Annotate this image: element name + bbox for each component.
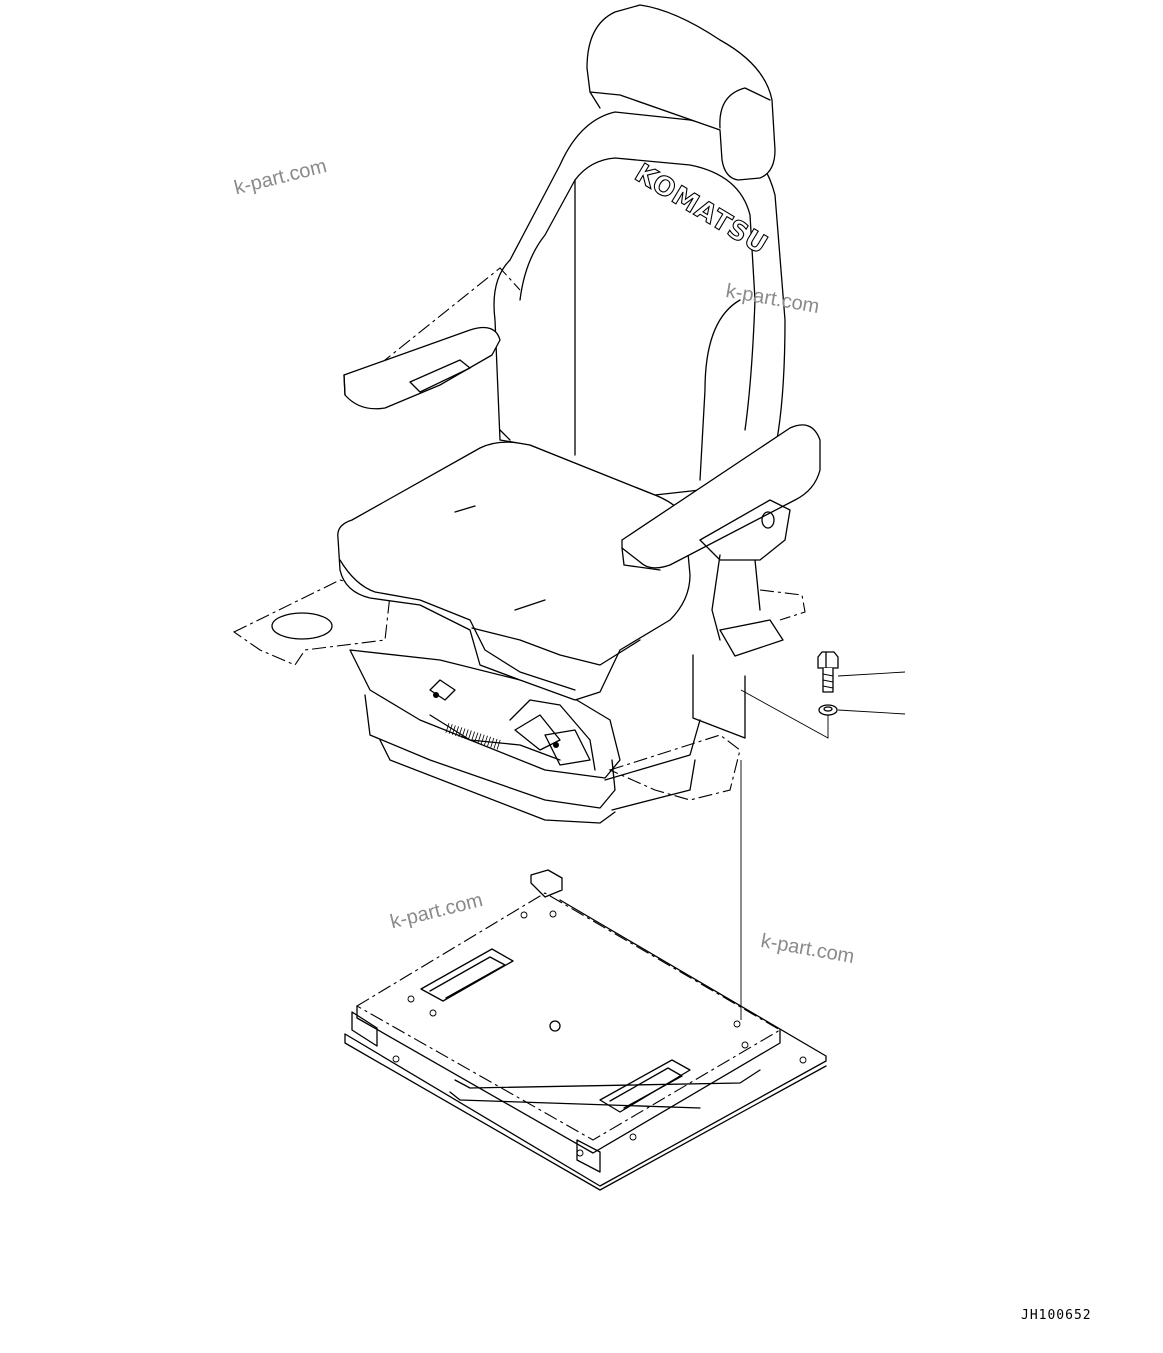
bolt bbox=[817, 651, 839, 693]
seat-slide-base bbox=[344, 869, 827, 1191]
right-armrest bbox=[621, 424, 821, 641]
seat-backrest: KOMATSU bbox=[493, 111, 786, 496]
washer bbox=[818, 704, 838, 716]
svg-text:|||||||||||||||||: ||||||||||||||||| bbox=[444, 722, 502, 750]
left-armrest bbox=[343, 267, 521, 410]
drawing-reference-code: JH100652 bbox=[1021, 1308, 1092, 1323]
fastener-leaders bbox=[740, 671, 906, 1020]
headrest bbox=[586, 4, 776, 181]
seat-cushion bbox=[337, 441, 691, 701]
